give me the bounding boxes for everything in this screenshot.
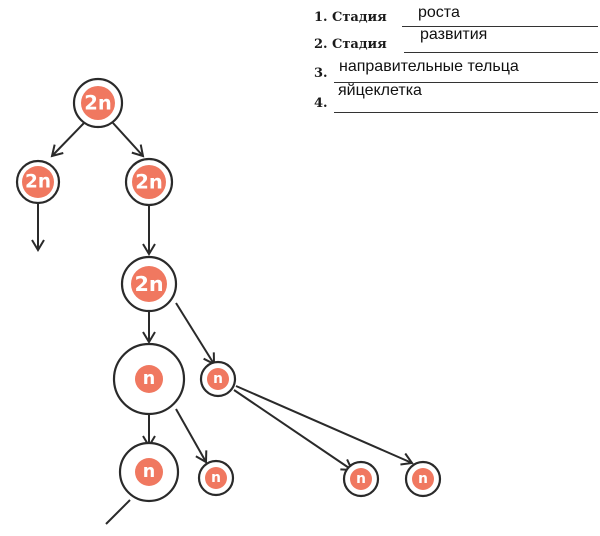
ploidy-label: n <box>143 369 155 389</box>
cell-large-n-2: n <box>118 441 180 503</box>
answer-text[interactable]: роста <box>418 4 460 21</box>
ploidy-label: 2n <box>25 172 51 193</box>
ploidy-label: n <box>213 371 223 387</box>
ploidy-label: n <box>211 470 221 486</box>
cell-large-n-1: n <box>112 342 186 416</box>
cell-nucleus <box>205 467 227 489</box>
arrows <box>31 122 414 525</box>
answer-text[interactable]: направительные тельца <box>339 58 519 75</box>
cell-nucleus <box>135 365 163 393</box>
cell-nucleus <box>135 458 163 486</box>
answer-text[interactable]: яйцеклетка <box>338 82 422 99</box>
cell-right-child: 2n <box>124 157 174 207</box>
cell-left-child: 2n <box>15 159 61 205</box>
cell-small-n-4: n <box>404 460 442 498</box>
ploidy-label: 2n <box>135 171 163 194</box>
answer-line <box>404 52 598 53</box>
item-number: 4. <box>314 96 328 111</box>
item-label: Стадия <box>332 10 387 25</box>
cell-small-n-2: n <box>197 459 235 497</box>
line-large-n2-out <box>105 499 131 525</box>
answer-line <box>334 112 598 113</box>
cell-nucleus <box>22 166 54 198</box>
cell-root: 2n <box>72 77 124 129</box>
legend-item-2: 2. Стадия развития <box>312 26 600 54</box>
item-number: 3. <box>314 66 328 81</box>
cells: 2n 2n 2n 2n n n n n n n <box>15 77 442 503</box>
ploidy-label: n <box>356 471 366 487</box>
item-number: 2. <box>314 37 328 52</box>
arrow-growth-to-small-n <box>175 302 216 366</box>
arrow-root-to-right <box>112 122 145 158</box>
arrow-small-n-to-small-n3 <box>233 389 354 472</box>
ploidy-label: 2n <box>134 272 163 296</box>
ploidy-label: 2n <box>84 92 112 115</box>
legend-item-4: 4. яйцеклетка <box>312 82 600 113</box>
arrow-root-to-left <box>50 122 85 158</box>
answer-text[interactable]: развития <box>420 26 488 43</box>
item-label: Стадия <box>332 37 387 52</box>
cell-nucleus <box>207 368 229 390</box>
cell-nucleus <box>132 165 166 199</box>
arrow-small-n-to-small-n4 <box>235 385 414 466</box>
cell-nucleus <box>412 468 434 490</box>
cell-nucleus <box>131 266 167 302</box>
answer-line <box>402 26 598 27</box>
cell-growth-cell: 2n <box>120 255 178 313</box>
cell-small-n-1: n <box>199 360 237 398</box>
legend-item-1: 1. Стадия роста <box>312 4 600 28</box>
cell-nucleus <box>350 468 372 490</box>
item-number: 1. <box>314 10 328 25</box>
arrow-large-n-to-small-n2 <box>175 408 208 464</box>
legend-item-3: 3. направительные тельца <box>312 58 600 83</box>
ploidy-label: n <box>418 471 428 487</box>
answer-line <box>334 82 598 83</box>
cell-small-n-3: n <box>342 460 380 498</box>
ploidy-label: n <box>143 462 155 482</box>
cell-nucleus <box>81 86 115 120</box>
